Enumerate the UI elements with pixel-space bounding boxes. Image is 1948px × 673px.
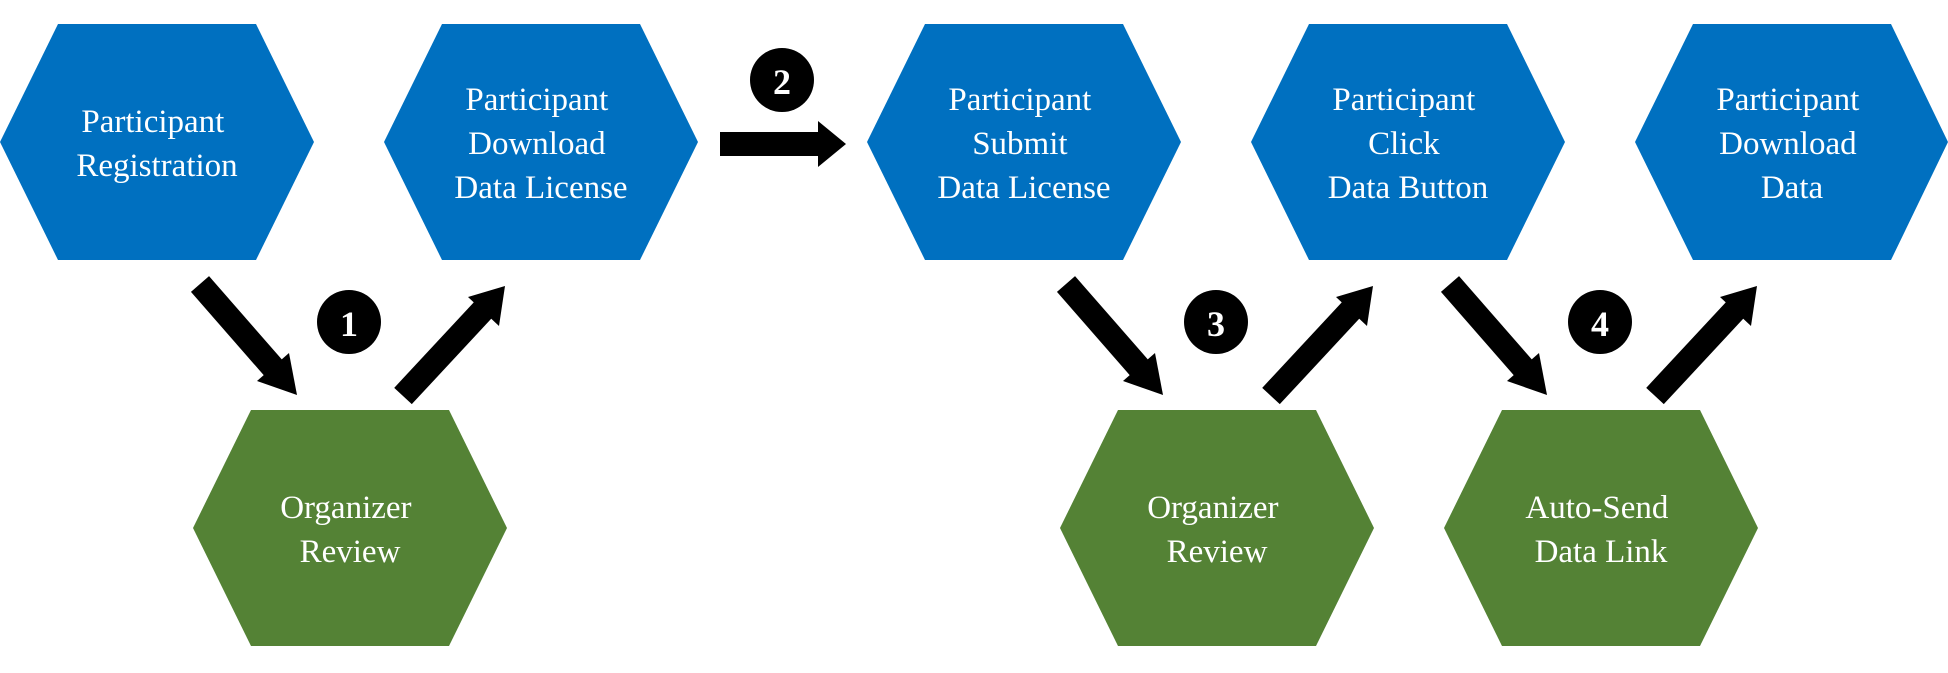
node-participant-click-button: Participant Click Data Button — [1251, 24, 1565, 260]
node-line: Data Link — [1535, 534, 1668, 570]
arrow-registration-to-review-1 — [190, 276, 297, 395]
arrow-auto-send-to-download-data — [1646, 286, 1757, 405]
node-line: Click — [1368, 126, 1440, 162]
node-line: Participant — [948, 82, 1091, 118]
svg-text:Organizer Review: Organizer Review — [1147, 490, 1287, 570]
node-organizer-review-1: Organizer Review — [193, 410, 507, 646]
step-badge-1: 1 — [317, 290, 381, 354]
node-organizer-review-2: Organizer Review — [1060, 410, 1374, 646]
node-line: Data License — [454, 170, 627, 206]
node-line: Participant — [465, 82, 608, 118]
node-line: Download — [468, 126, 606, 162]
node-line: Participant — [1716, 82, 1859, 118]
node-participant-download-data: Participant Download Data — [1635, 24, 1948, 260]
node-line: Download — [1719, 126, 1857, 162]
arrow-review-2-to-click-button — [1262, 286, 1373, 405]
node-line: Data License — [937, 170, 1110, 206]
step-badge-4: 4 — [1568, 290, 1632, 354]
node-line: Auto-Send — [1525, 490, 1668, 526]
node-line: Participant — [1332, 82, 1475, 118]
svg-text:Participant Click: Participant Click Data Button — [1328, 82, 1488, 206]
node-auto-send-link: Auto-Send Data Link — [1444, 410, 1758, 646]
node-line: Submit — [972, 126, 1067, 162]
svg-text:Auto-Send Data Link: Auto-Send Data Link — [1525, 490, 1676, 570]
node-line: Registration — [76, 148, 237, 184]
step-number-1: 1 — [340, 304, 358, 344]
node-line: Review — [1167, 534, 1268, 570]
svg-text:Participant Download: Participant Download Data — [1716, 82, 1867, 206]
node-participant-download-license: Participant Download Data License — [384, 24, 698, 260]
node-participant-submit-license: Participant Submit Data License — [867, 24, 1181, 260]
arrow-click-button-to-auto-send — [1440, 276, 1547, 395]
node-line: Participant — [81, 104, 224, 140]
svg-text:Participant Download: Participant Download Data License — [454, 82, 627, 206]
arrow-submit-to-review-2 — [1056, 276, 1163, 395]
svg-text:Participant Submit: Participant Submit Data License — [937, 82, 1110, 206]
step-number-4: 4 — [1591, 304, 1609, 344]
node-line: Review — [300, 534, 401, 570]
svg-text:Organizer Review: Organizer Review — [280, 490, 420, 570]
node-line: Organizer — [280, 490, 411, 526]
step-number-3: 3 — [1207, 304, 1225, 344]
svg-text:Participant Registration: Participant Registration — [76, 104, 237, 184]
node-line: Data — [1761, 170, 1824, 206]
step-badge-3: 3 — [1184, 290, 1248, 354]
step-number-2: 2 — [773, 62, 791, 102]
node-participant-registration: Participant Registration — [0, 24, 314, 260]
step-badge-2: 2 — [750, 48, 814, 112]
node-line: Organizer — [1147, 490, 1278, 526]
node-line: Data Button — [1328, 170, 1488, 206]
arrow-review-1-to-download-license — [394, 286, 505, 405]
arrow-download-license-to-submit-license — [720, 121, 846, 167]
